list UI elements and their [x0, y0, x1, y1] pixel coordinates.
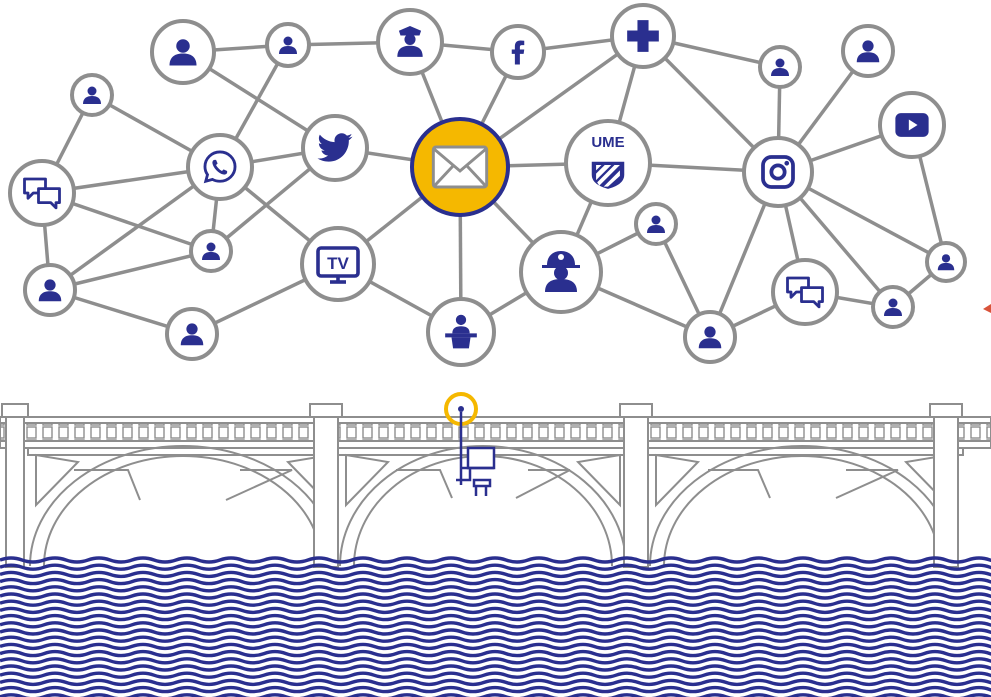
- water-wave: [0, 570, 991, 579]
- water-wave: [0, 635, 991, 643]
- node-spokesperson: [426, 297, 496, 367]
- node-chat-left: [8, 159, 76, 227]
- water-wave: [0, 556, 991, 564]
- node-person-20: [634, 202, 678, 246]
- node-whatsapp: [186, 133, 254, 201]
- water-wave: [0, 671, 991, 679]
- bridge-arch-1: [29, 445, 337, 567]
- arrow-edge-marker: [983, 304, 991, 313]
- bridge-arch-3: [649, 445, 955, 567]
- node-person-6: [758, 45, 802, 89]
- node-person-2: [265, 22, 311, 68]
- bridge: [0, 403, 991, 568]
- water-wave: [0, 685, 991, 694]
- water-wave: [0, 585, 991, 593]
- node-person-26: [165, 307, 219, 361]
- node-person-24: [871, 285, 915, 329]
- email-icon: [431, 145, 489, 189]
- node-person-16: [189, 229, 233, 273]
- water-wave: [0, 563, 991, 571]
- node-police: [376, 8, 444, 76]
- water-wave: [0, 664, 991, 672]
- node-firefighter: [519, 230, 603, 314]
- node-tv: TV: [300, 226, 376, 302]
- water-wave: [0, 599, 991, 607]
- network-link: [48, 165, 222, 292]
- node-email-hub: [410, 117, 510, 217]
- water-wave: [0, 592, 991, 600]
- water-wave: [0, 678, 991, 687]
- water-wave: [0, 613, 991, 622]
- water-wave: [0, 642, 991, 651]
- water-wave: [0, 621, 991, 629]
- tv-label: TV: [327, 254, 349, 273]
- water-wave: [0, 577, 991, 586]
- node-medical: [610, 3, 676, 69]
- node-person-18: [23, 263, 77, 317]
- node-person-1: [150, 19, 216, 85]
- node-youtube: [878, 91, 946, 159]
- network-link: [49, 249, 212, 292]
- water-wave: [0, 628, 991, 636]
- node-ume: UME: [564, 119, 652, 207]
- node-twitter: [301, 114, 369, 182]
- water-wave: [0, 649, 991, 658]
- network-nodes: UME TV: [8, 3, 967, 367]
- node-person-23: [925, 241, 967, 283]
- node-person-7: [841, 24, 895, 78]
- youtube-icon: [895, 113, 929, 137]
- node-instagram: [742, 136, 814, 208]
- node-chat-right: [771, 258, 839, 326]
- ume-label: UME: [591, 134, 624, 151]
- bridge-sensor: [444, 392, 496, 496]
- node-facebook: [490, 24, 546, 80]
- water-wave: [0, 606, 991, 615]
- node-person-8: [70, 73, 114, 117]
- water-wave: [0, 657, 991, 665]
- river-water: [0, 556, 991, 697]
- node-person-21: [683, 310, 737, 364]
